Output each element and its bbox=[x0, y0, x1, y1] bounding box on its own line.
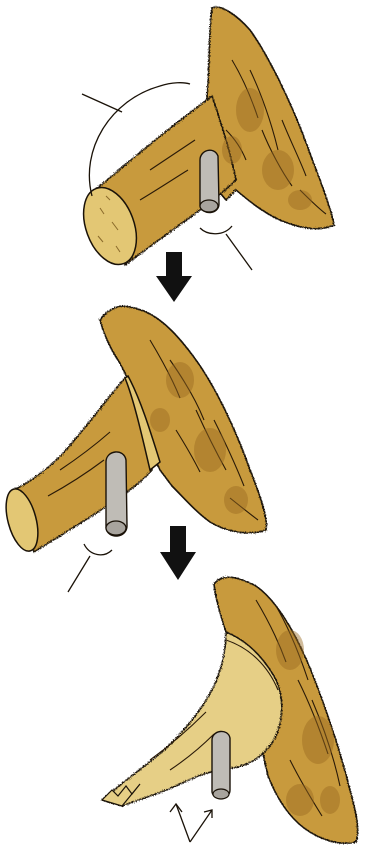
bark-shade-patch bbox=[236, 88, 264, 132]
arrow-down-1 bbox=[156, 252, 192, 302]
annotation-pointer-1 bbox=[82, 94, 122, 112]
stub-tip-1 bbox=[200, 200, 218, 212]
callus-wound-3 bbox=[102, 632, 282, 806]
bark-shade-patch bbox=[262, 150, 294, 190]
bark-shade-patch bbox=[222, 136, 242, 164]
annotation-arc-3 bbox=[84, 544, 112, 555]
bark-shade-patch bbox=[276, 630, 304, 670]
bark-shade-patch bbox=[320, 786, 340, 814]
bark-shade-patch bbox=[302, 716, 334, 764]
annotation-arc-2 bbox=[200, 226, 232, 234]
annotation-pointer-2 bbox=[226, 234, 252, 270]
bark-shade-patch bbox=[194, 428, 226, 472]
annotation-pointer-3 bbox=[68, 556, 90, 592]
arrow-down-2 bbox=[160, 526, 196, 580]
stage-2-branch-cut-angled bbox=[0, 306, 266, 592]
stage-1-branch-with-collar bbox=[74, 7, 334, 272]
stage-3-wound-healing-callus bbox=[102, 577, 358, 843]
bark-shade-patch bbox=[288, 190, 312, 210]
stub-tip-2 bbox=[106, 521, 126, 535]
bark-shade-patch bbox=[224, 486, 248, 514]
bark-shade-patch bbox=[150, 408, 170, 432]
stub-tip-3 bbox=[213, 789, 229, 799]
annotation-pointer-4a bbox=[176, 804, 190, 842]
annotation-pointer-4b bbox=[190, 810, 212, 842]
bark-shade-patch bbox=[166, 362, 194, 398]
bark-shade-patch bbox=[286, 784, 314, 816]
trunk-1 bbox=[203, 7, 334, 228]
